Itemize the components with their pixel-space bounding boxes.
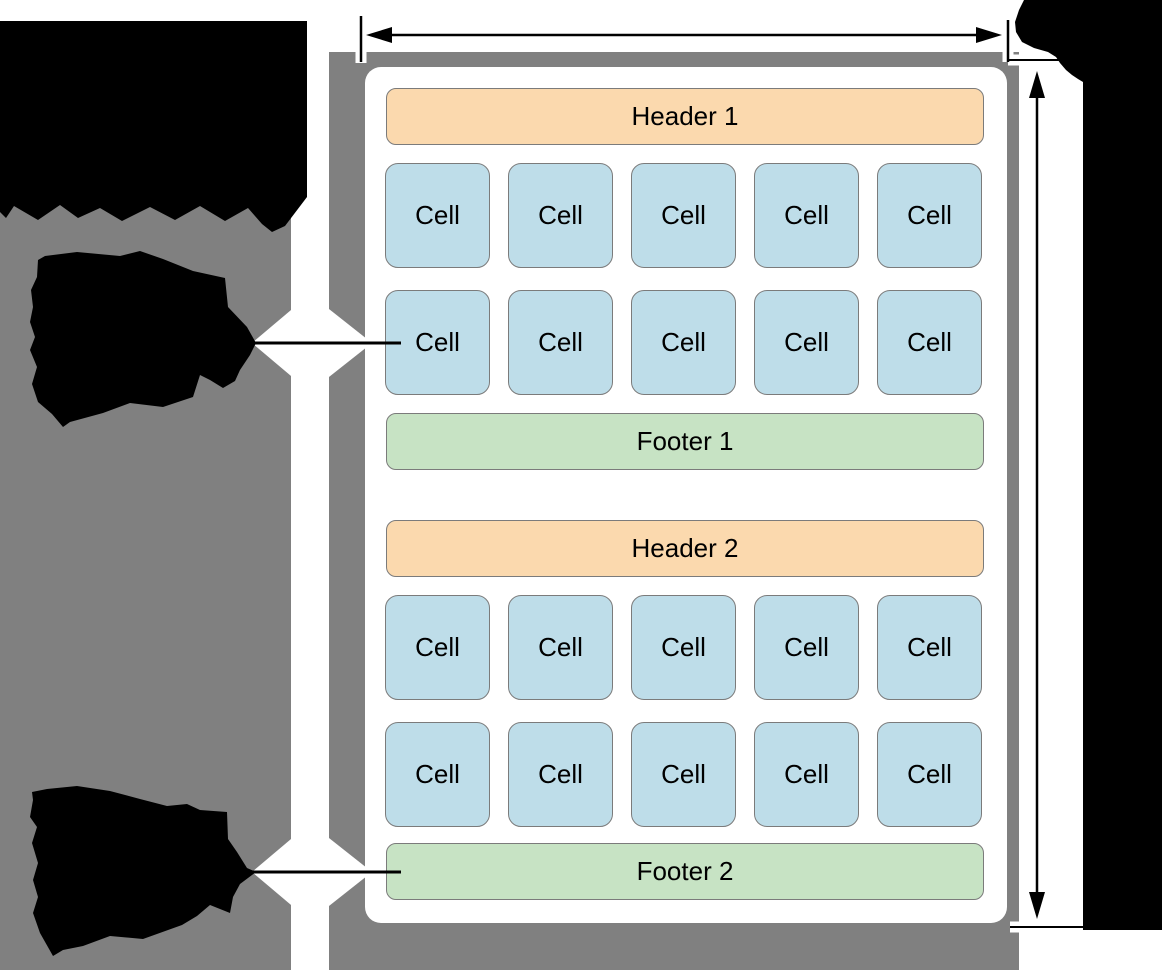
cell: Cell [754, 290, 859, 395]
section1-footer-bar: Footer 1 [386, 413, 984, 470]
cell: Cell [508, 163, 613, 268]
cell: Cell [877, 722, 982, 827]
width-arrow-right-head [976, 27, 1002, 43]
section2-footer-bar: Footer 2 [386, 843, 984, 900]
cell: Cell [877, 163, 982, 268]
cell: Cell [508, 595, 613, 700]
cell: Cell [754, 163, 859, 268]
cell-callout-target: Cell [385, 290, 490, 395]
content-inset-panel: Header 1 Cell Cell Cell Cell Cell Cell C… [365, 67, 1007, 923]
cell: Cell [754, 595, 859, 700]
cell: Cell [385, 163, 490, 268]
redacted-right-column [1015, 0, 1162, 930]
cell: Cell [508, 722, 613, 827]
cell: Cell [877, 595, 982, 700]
cell: Cell [385, 722, 490, 827]
cell: Cell [508, 290, 613, 395]
height-arrow-up-head [1029, 71, 1045, 98]
width-arrow-left-head [366, 27, 392, 43]
section2-header-bar: Header 2 [386, 520, 984, 577]
cell: Cell [877, 290, 982, 395]
cell: Cell [631, 722, 736, 827]
left-annotation-background [0, 140, 291, 970]
cell: Cell [631, 163, 736, 268]
cell: Cell [754, 722, 859, 827]
section1-header-bar: Header 1 [386, 88, 984, 145]
cell: Cell [385, 595, 490, 700]
cell: Cell [631, 595, 736, 700]
height-arrow-down-head [1029, 892, 1045, 919]
cell: Cell [631, 290, 736, 395]
